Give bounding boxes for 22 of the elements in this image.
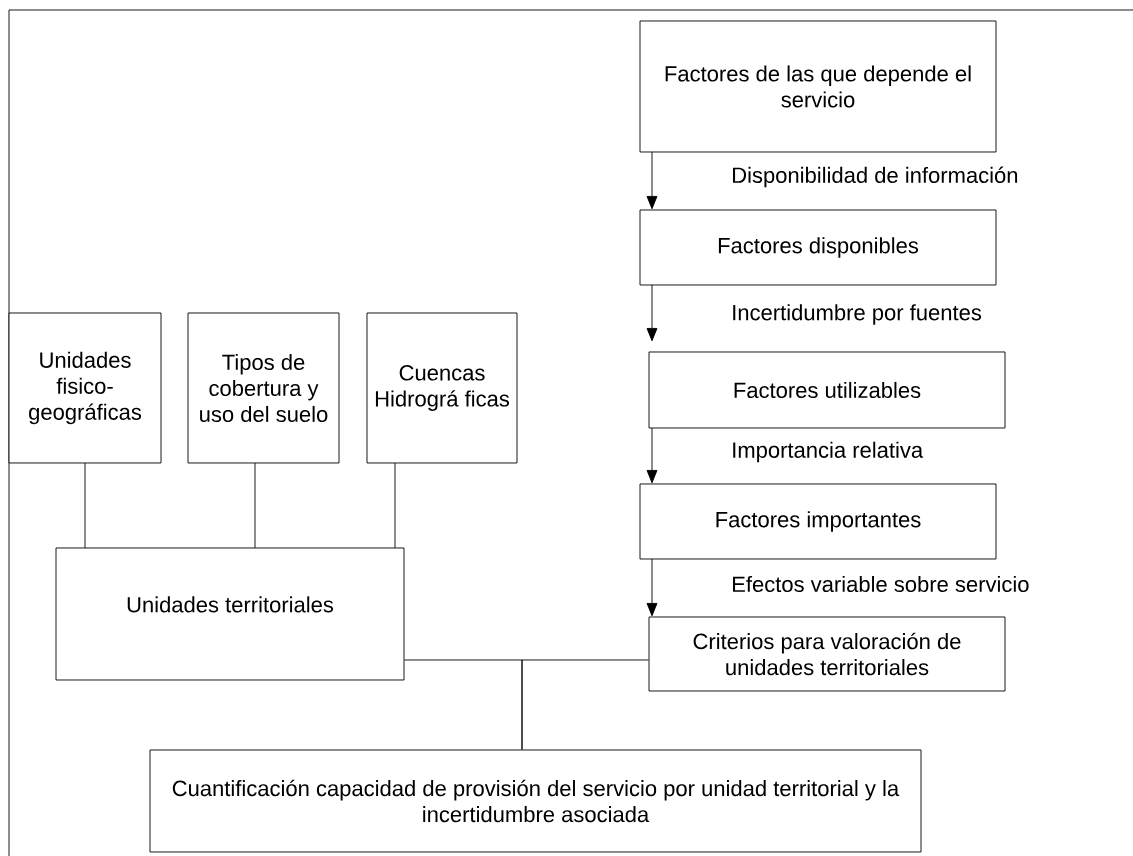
connector [646, 284, 658, 342]
process-box: Cuencas Hidrográ ficas [366, 312, 518, 464]
edge-label: Efectos variable sobre servicio [730, 574, 1031, 594]
process-box: Tipos de cobertura y uso del suelo [187, 312, 340, 464]
edge-label: Incertidumbre por fuentes [730, 303, 983, 326]
connector [521, 659, 649, 750]
connector [84, 462, 86, 549]
edge-label: Importancia relativa [730, 440, 925, 464]
process-box: Factores utilizables [648, 351, 1006, 429]
process-box: Criterios para valoración de unidades territoriales [648, 616, 1006, 692]
connector [646, 427, 658, 484]
edge-label: Disponibilidad de información [730, 165, 1020, 189]
connector [646, 558, 658, 617]
connector [254, 462, 256, 549]
process-box: Unidades fisico- geográficas [8, 312, 162, 464]
process-box: Factores disponibles [639, 209, 997, 286]
process-box: Factores de las que depende el servicio [639, 20, 997, 153]
connector [394, 462, 396, 549]
process-box: Factores importantes [639, 483, 997, 560]
connector [646, 151, 658, 210]
process-box: Unidades territoriales [55, 547, 405, 681]
process-box: Cuantificación capacidad de provisión del servicio por unidad territorial y la incertidumbre asociada [149, 749, 922, 853]
